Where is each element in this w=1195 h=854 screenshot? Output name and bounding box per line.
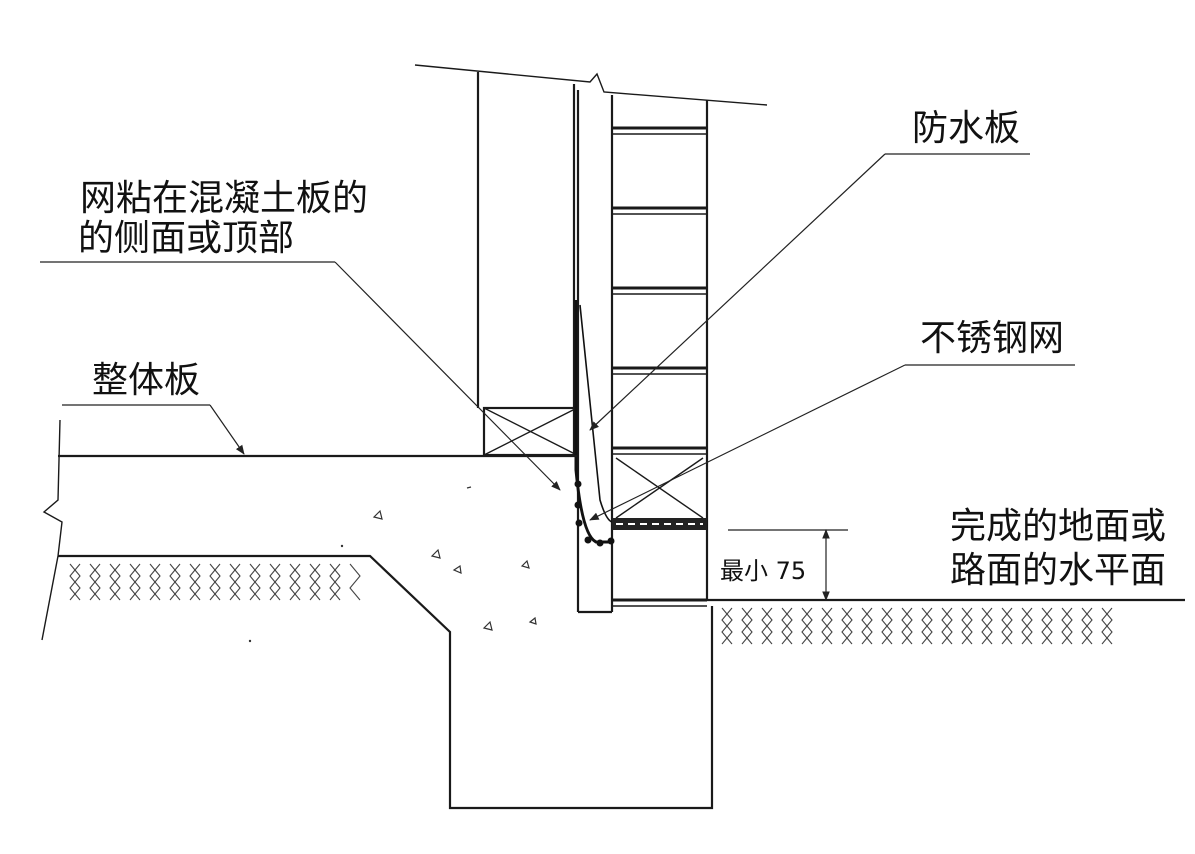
- dimension-min-75: [728, 529, 848, 601]
- slab-and-footing: [41, 419, 714, 810]
- inner-wall: [476, 72, 579, 457]
- label-min-dimension: 最小 75: [720, 557, 807, 585]
- label-stainless-mesh: 不锈钢网: [920, 318, 1065, 359]
- concrete-aggregate: [248, 486, 537, 643]
- leader-mesh-attach: [40, 261, 561, 491]
- label-monolithic-slab: 整体板: [92, 360, 201, 401]
- label-finished-ground-line2: 路面的水平面: [950, 550, 1167, 591]
- leader-monolithic-slab: [62, 404, 245, 455]
- label-mesh-attach-line1: 网粘在混凝土板的: [80, 178, 369, 219]
- cavity-column: [576, 90, 614, 614]
- waterproof-board: [574, 300, 613, 544]
- leader-stainless-mesh: [589, 364, 1075, 521]
- stainless-mesh: [574, 480, 615, 547]
- label-mesh-attach-line2: 的侧面或顶部: [78, 218, 295, 259]
- label-finished-ground-line1: 完成的地面或: [950, 506, 1167, 547]
- leader-waterproof-board: [589, 153, 1030, 431]
- soil-hatch-left: [69, 563, 361, 601]
- label-waterproof-board: 防水板: [912, 108, 1021, 149]
- soil-hatch-right: [721, 607, 1113, 645]
- outer-brick-wall: [612, 100, 709, 607]
- top-break-line: [414, 64, 768, 106]
